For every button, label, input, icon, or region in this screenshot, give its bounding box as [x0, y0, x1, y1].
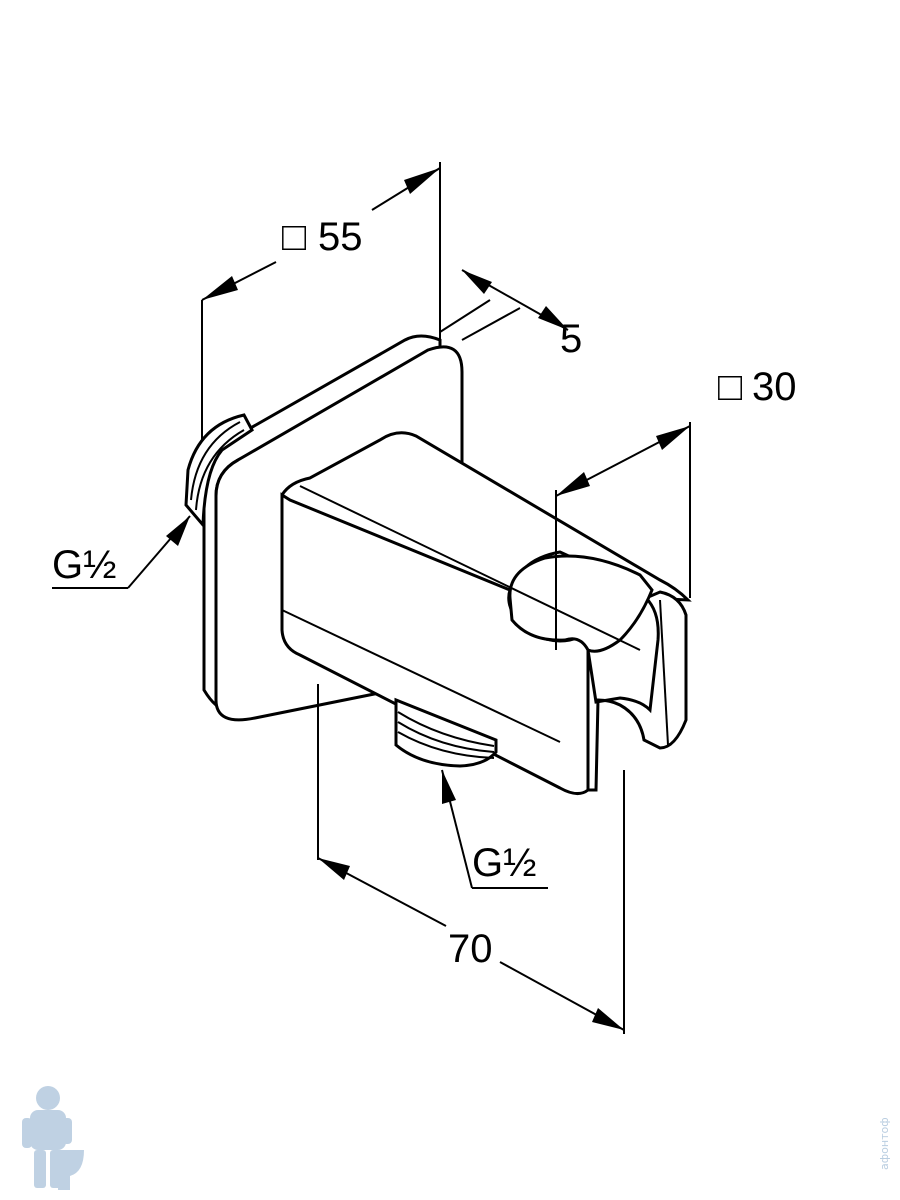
holder-size-label: 30	[752, 365, 797, 409]
plumber-logo-watermark	[22, 1086, 84, 1190]
bottom-thread-outlet	[394, 697, 498, 768]
dimension-plate-55: □ 55	[201, 162, 441, 440]
depth-label: 70	[448, 927, 493, 971]
holder-size-symbol: □	[718, 365, 742, 409]
thickness-label: 5	[560, 317, 582, 361]
dimension-holder-30: □ 30	[555, 365, 797, 650]
side-thread-label: G½	[52, 543, 116, 587]
watermark-side-text: афонтоф	[878, 1117, 891, 1170]
dimension-thickness-5: 5	[439, 269, 582, 361]
side-thread-inlet	[184, 413, 254, 529]
bottom-thread-label: G½	[472, 841, 536, 885]
leader-side-thread: G½	[52, 515, 191, 589]
plate-size-symbol: □	[282, 215, 306, 259]
holder-body	[280, 431, 692, 795]
plate-size-label: 55	[318, 215, 363, 259]
leader-bottom-thread: G½	[441, 769, 548, 889]
dimension-depth-70: 70	[317, 684, 625, 1034]
